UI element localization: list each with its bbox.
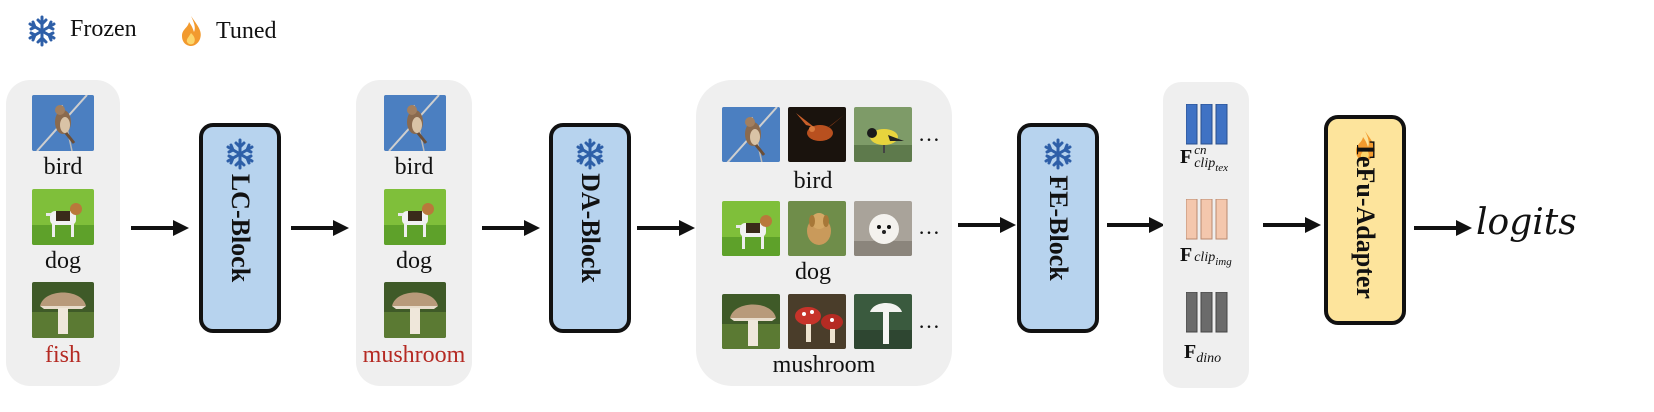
clip-image-feature-label: F clipimg xyxy=(1180,244,1232,268)
arrow-lc-to-corrected xyxy=(291,220,349,236)
clip-image-feature-bars xyxy=(1186,199,1228,240)
arrow-augmented-to-fe xyxy=(958,217,1016,233)
input-label-noisy: fish xyxy=(45,342,81,368)
augmented-label-mushroom: mushroom xyxy=(772,352,876,378)
dog-image xyxy=(384,189,446,245)
snowflake-icon xyxy=(1044,138,1072,170)
dog-image xyxy=(722,201,780,256)
ellipsis: … xyxy=(918,308,941,333)
snowflake-icon xyxy=(28,15,56,47)
ellipsis: … xyxy=(918,121,941,146)
da-block-label: DA-Block xyxy=(576,173,605,283)
arrow-fe-to-features xyxy=(1107,217,1165,233)
bird-image xyxy=(788,107,846,162)
ellipsis: … xyxy=(918,214,941,239)
lc-block-label: LC-Block xyxy=(226,173,255,283)
dog-image xyxy=(788,201,846,256)
mushroom-image xyxy=(854,294,912,349)
arrow-da-to-augmented xyxy=(637,220,695,236)
flame-icon xyxy=(182,16,201,46)
snowflake-icon xyxy=(226,138,254,170)
arrow-adapter-to-logits xyxy=(1414,220,1472,236)
tefu-adapter-label: TeFu-Adapter xyxy=(1351,141,1380,299)
mushroom-image xyxy=(722,294,780,349)
bird-image xyxy=(854,107,912,162)
fe-block-label: FE-Block xyxy=(1044,175,1073,281)
dog-image xyxy=(32,189,94,245)
corrected-label-mushroom: mushroom xyxy=(362,342,466,368)
bird-image xyxy=(384,95,446,151)
mushroom-image xyxy=(32,282,94,338)
logits-output: logits xyxy=(1476,202,1577,243)
augmented-label-bird: bird xyxy=(793,168,833,194)
mushroom-image xyxy=(788,294,846,349)
bird-image xyxy=(32,95,94,151)
input-label-bird: bird xyxy=(43,154,83,180)
arrow-features-to-adapter xyxy=(1263,217,1321,233)
legend-frozen-label: Frozen xyxy=(70,16,137,42)
fe-block: FE-Block xyxy=(1017,123,1099,333)
arrow-input-to-lc xyxy=(131,220,189,236)
dino-feature-bars xyxy=(1186,292,1228,333)
corrected-label-bird: bird xyxy=(394,154,434,180)
dino-feature-label: Fdino xyxy=(1184,341,1222,366)
dog-image xyxy=(854,201,912,256)
bird-image xyxy=(722,107,780,162)
corrected-label-dog: dog xyxy=(396,248,432,274)
da-block: DA-Block xyxy=(549,123,631,333)
clip-text-feature-bars xyxy=(1186,104,1228,145)
snowflake-icon xyxy=(576,138,604,170)
clip-text-feature-label: F cn cliptex xyxy=(1180,142,1229,174)
arrow-corrected-to-da xyxy=(482,220,540,236)
legend-tuned-label: Tuned xyxy=(216,18,277,44)
augmented-label-dog: dog xyxy=(795,259,831,285)
lc-block: LC-Block xyxy=(199,123,281,333)
tefu-adapter-block: TeFu-Adapter xyxy=(1324,115,1406,325)
input-label-dog: dog xyxy=(45,248,81,274)
mushroom-image xyxy=(384,282,446,338)
